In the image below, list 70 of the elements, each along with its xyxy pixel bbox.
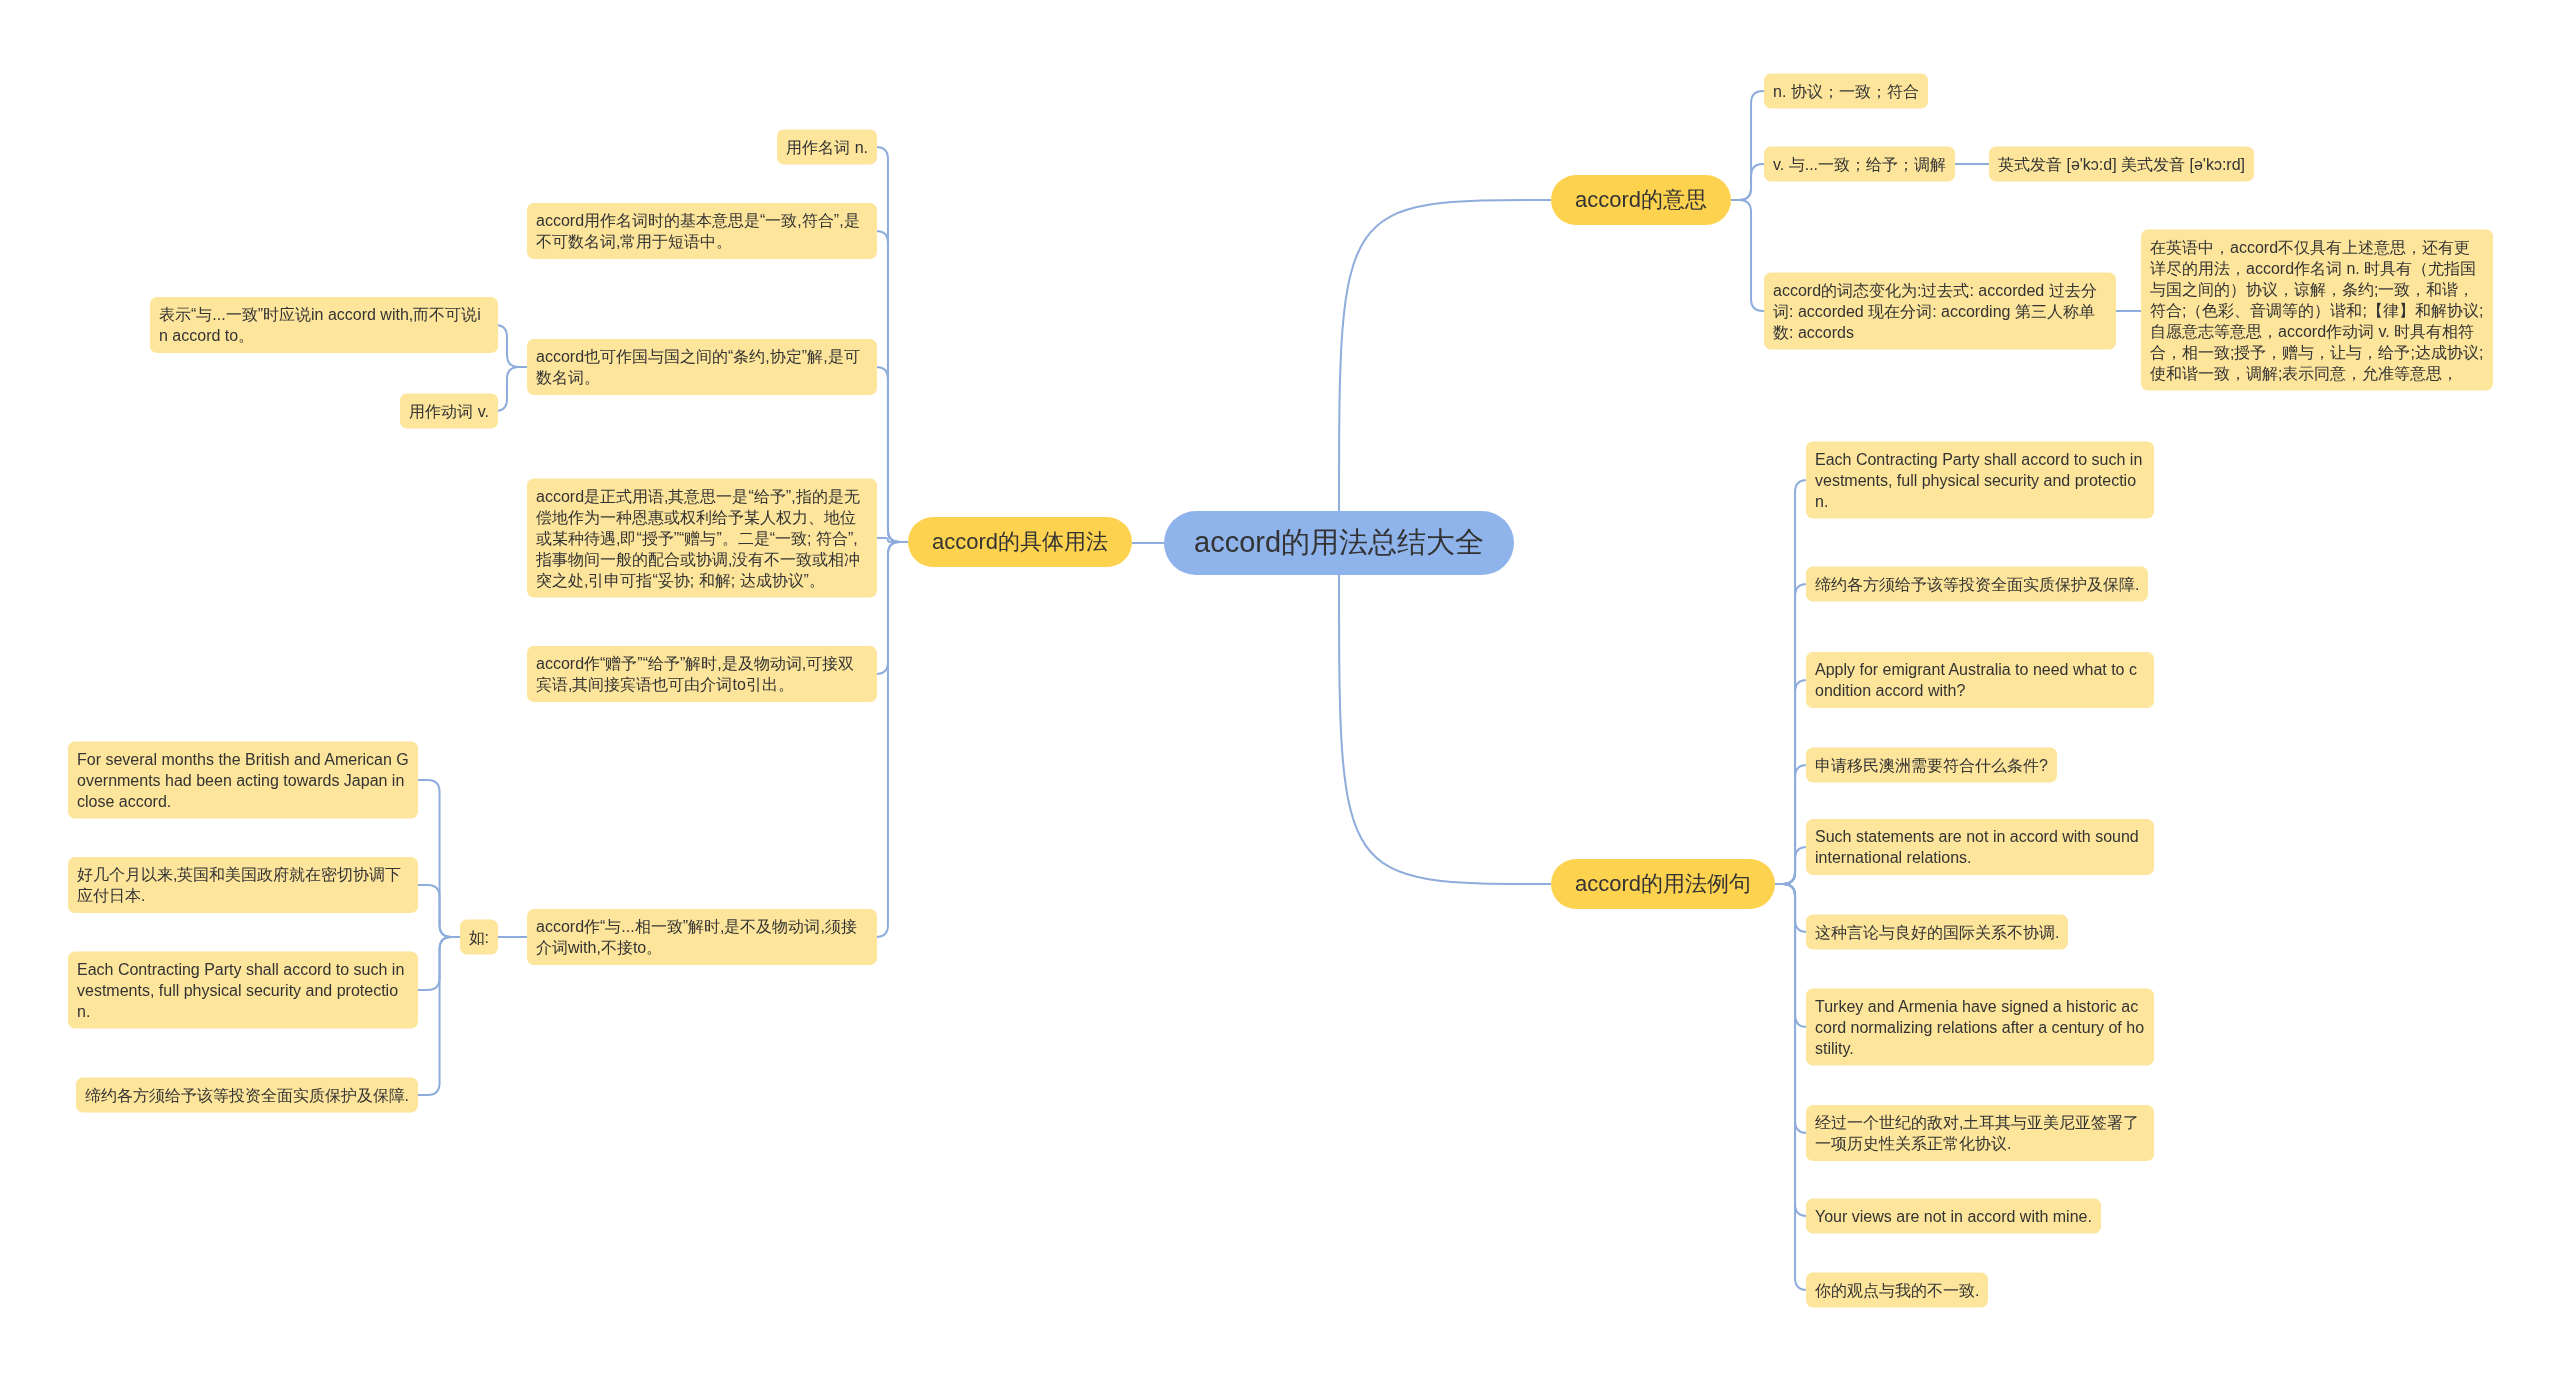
topic-text: accord是正式用语,其意思一是“给予”,指的是无偿地作为一种恩惠或权利给予某人权力、地位或某种待遇,即“授予”“赠与”。二是“一致; 符合”,指事物间一般的配合或协调,没有不一致或相冲突之处,引申可指“妥协; 和解; 达成协议”。 xyxy=(536,486,862,591)
topic-text: Your views are not in accord with mine. xyxy=(1815,1206,2092,1227)
topic-text: Such statements are not in accord with sound international relations. xyxy=(1815,827,2140,868)
subtopic-box xyxy=(777,129,877,165)
connector-line xyxy=(1131,542,1165,544)
connector-line xyxy=(417,936,461,1096)
topic-text: accord的具体用法 xyxy=(931,528,1108,556)
topic-text: 缔约各方须给予该等投资全面实质保护及保障. xyxy=(84,1085,409,1106)
topic-text: 英式发音 [ə'kɔ:d] 美式发音 [ə'kɔ:rd] xyxy=(1998,154,2246,175)
subtopic-box xyxy=(68,951,418,1029)
subtopic-box xyxy=(527,478,877,598)
subtopic-box xyxy=(527,646,877,702)
subtopic-box xyxy=(1806,1272,1989,1308)
subtopic-box xyxy=(400,393,498,429)
subtopic-box xyxy=(1806,747,2057,783)
topic-text: accord也可作国与国之间的“条约,协定”解,是可数名词。 xyxy=(536,347,861,388)
topic-text: 用作动词 v. xyxy=(409,401,489,422)
topic-text: n. 协议；一致；符合 xyxy=(1773,81,1919,102)
connector-line xyxy=(1730,199,1765,312)
topic-text: accord作“与...相一致”解时,是不及物动词,须接介词with,不接to。 xyxy=(536,917,858,958)
branch-topic xyxy=(1551,175,1732,225)
topic-text: v. 与...一致；给予；调解 xyxy=(1773,154,1947,175)
subtopic-box xyxy=(1806,914,2069,950)
topic-text: 在英语中，accord不仅具有上述意思，还有更详尽的用法，accord作名词 n. 时具有（尤指国与国之间的）协议，谅解，条约;一致，和谐，符合;（色彩、音调等的）谐和;【律】和解协议;自愿意志等意思，accord作动词 v. 时具有相符合，相一致;授予，赠与，让与，给予;达成协议;使和谐一致，调解;表示同意，允准等意思， xyxy=(2150,237,2484,384)
topic-text: accord的意思 xyxy=(1575,186,1708,214)
topic-text: accord的词态变化为:过去式: accorded 过去分词: accorded 现在分词: according 第三人称单数: accords xyxy=(1773,280,2098,343)
topic-text: accord的用法总结大全 xyxy=(1194,525,1485,560)
subtopic-box xyxy=(75,1077,418,1113)
topic-text: 申请移民澳洲需要符合什么条件? xyxy=(1815,755,2048,776)
topic-text: 你的观点与我的不一致. xyxy=(1815,1280,1980,1301)
topic-text: 这种言论与良好的国际关系不协调. xyxy=(1815,922,2060,943)
topic-text: 用作名词 n. xyxy=(786,137,868,158)
subtopic-box xyxy=(1806,566,2149,602)
branch-topic xyxy=(907,517,1132,567)
subtopic-box xyxy=(1989,146,2255,182)
subtopic-box xyxy=(1764,272,2116,350)
subtopic-box xyxy=(150,297,498,353)
subtopic-box xyxy=(1764,146,1956,182)
connector-line xyxy=(1954,163,1990,165)
subtopic-box xyxy=(527,909,877,965)
connector-line xyxy=(1338,199,1552,512)
subtopic-box xyxy=(527,339,877,395)
topic-text: accord的用法例句 xyxy=(1575,870,1752,898)
subtopic-box xyxy=(68,741,418,819)
topic-text: 表示“与...一致”时应说in accord with,而不可说in accord to。 xyxy=(159,305,482,346)
topic-text: 经过一个世纪的敌对,土耳其与亚美尼亚签署了一项历史性关系正常化协议. xyxy=(1815,1113,2141,1154)
topic-text: Each Contracting Party shall accord to such investments, full physical security and protection. xyxy=(1815,449,2144,512)
topic-text: 好几个月以来,英国和美国政府就在密切协调下应付日本. xyxy=(77,865,403,906)
subtopic-box xyxy=(1806,988,2154,1066)
topic-text: Apply for emigrant Australia to need what to condition accord with? xyxy=(1815,660,2138,701)
topic-text: 缔约各方须给予该等投资全面实质保护及保障. xyxy=(1815,574,2140,595)
subtopic-box xyxy=(1806,1105,2154,1161)
connector-line xyxy=(497,936,528,938)
topic-text: accord作“赠予”“给予”解时,是及物动词,可接双宾语,其间接宾语也可由介词to引出。 xyxy=(536,654,856,695)
subtopic-box xyxy=(1806,652,2154,708)
subtopic-box xyxy=(68,857,418,913)
subtopic-box xyxy=(1806,819,2154,875)
topic-text: For several months the British and American Governments had been acting towards Japan in close accord. xyxy=(77,749,409,812)
topic-text: Turkey and Armenia have signed a historic accord normalizing relations after a century of hostility. xyxy=(1815,996,2145,1059)
connector-line xyxy=(2115,310,2142,312)
subtopic-box xyxy=(459,919,498,955)
subtopic-box xyxy=(1806,1198,2101,1234)
subtopic-box xyxy=(527,203,877,259)
topic-text: accord用作名词时的基本意思是“一致,符合”,是不可数名词,常用于短语中。 xyxy=(536,211,861,252)
subtopic-box xyxy=(1806,441,2154,519)
subtopic-box xyxy=(1764,73,1928,109)
topic-text: Each Contracting Party shall accord to such investments, full physical security and protection. xyxy=(77,959,406,1022)
branch-topic xyxy=(1551,859,1776,909)
connector-line xyxy=(1338,574,1552,885)
topic-text: 如: xyxy=(468,927,489,948)
